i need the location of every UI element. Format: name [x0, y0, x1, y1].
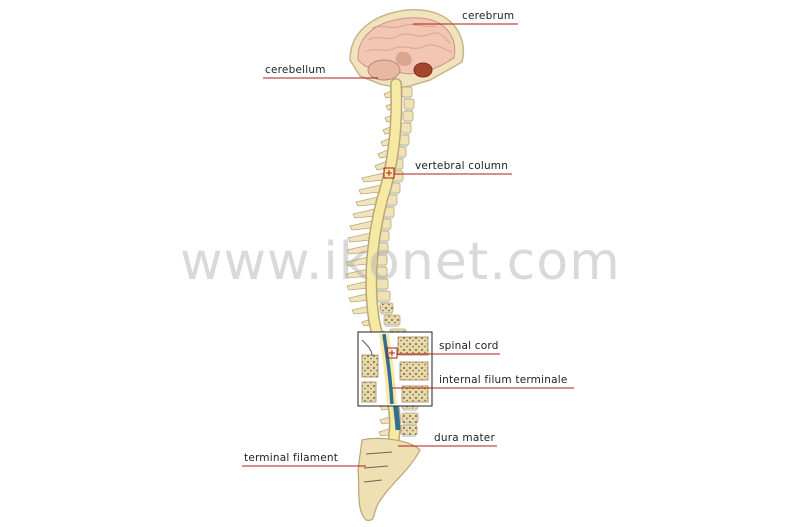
- vertebral-body: [400, 122, 412, 134]
- intervertebral-disc: [402, 133, 410, 135]
- intervertebral-disc: [400, 145, 408, 147]
- vertebral-column-marker: [383, 167, 395, 179]
- label-cerebellum: cerebellum: [265, 64, 326, 76]
- label-internal-filum-terminale: internal filum terminale: [439, 374, 568, 386]
- vertebral-body: [376, 290, 391, 302]
- intervertebral-disc: [378, 301, 389, 303]
- label-cerebrum: cerebrum: [462, 10, 515, 22]
- intervertebral-disc: [394, 169, 402, 171]
- vertebral-body: [402, 110, 414, 122]
- intervertebral-disc: [377, 241, 388, 243]
- vertebral-body: [401, 412, 419, 424]
- intervertebral-disc: [391, 181, 402, 183]
- intervertebral-disc: [376, 289, 387, 291]
- intervertebral-disc: [376, 253, 387, 255]
- cerebellum: [367, 52, 433, 81]
- spinal-cord-marker: [386, 347, 398, 359]
- vertebral-body: [403, 98, 415, 110]
- intervertebral-disc: [403, 409, 417, 411]
- intervertebral-disc: [397, 157, 405, 159]
- intervertebral-disc: [375, 277, 386, 279]
- label-spinal-cord: spinal cord: [439, 340, 499, 352]
- label-dura-mater: dura mater: [434, 432, 495, 444]
- intervertebral-disc: [382, 217, 393, 219]
- intervertebral-disc: [385, 325, 399, 327]
- intervertebral-disc: [381, 313, 392, 315]
- leader-lines: [242, 23, 574, 467]
- spinous-process: [352, 208, 376, 219]
- intervertebral-disc: [379, 229, 390, 231]
- intervertebral-disc: [404, 121, 412, 123]
- spinous-process: [358, 184, 382, 195]
- watermark-text: www.ikonet.com: [180, 232, 621, 292]
- vertebral-body: [379, 302, 394, 314]
- intervertebral-disc: [388, 193, 399, 195]
- spinous-process: [361, 172, 385, 183]
- label-vertebral-column: vertebral column: [415, 160, 509, 172]
- vertebral-body: [401, 86, 413, 98]
- intervertebral-disc: [402, 435, 416, 437]
- spinous-process: [355, 196, 379, 207]
- intervertebral-disc: [403, 423, 417, 425]
- intervertebral-disc: [403, 97, 411, 99]
- sacrum: [357, 437, 421, 521]
- intervertebral-disc: [385, 205, 396, 207]
- vertebral-body: [383, 314, 401, 326]
- label-terminal-filament: terminal filament: [244, 452, 339, 464]
- vertebral-body: [400, 424, 418, 436]
- intervertebral-disc: [405, 109, 413, 111]
- intervertebral-disc: [375, 265, 386, 267]
- magnified-inset: [357, 331, 433, 407]
- spinous-process: [349, 220, 373, 231]
